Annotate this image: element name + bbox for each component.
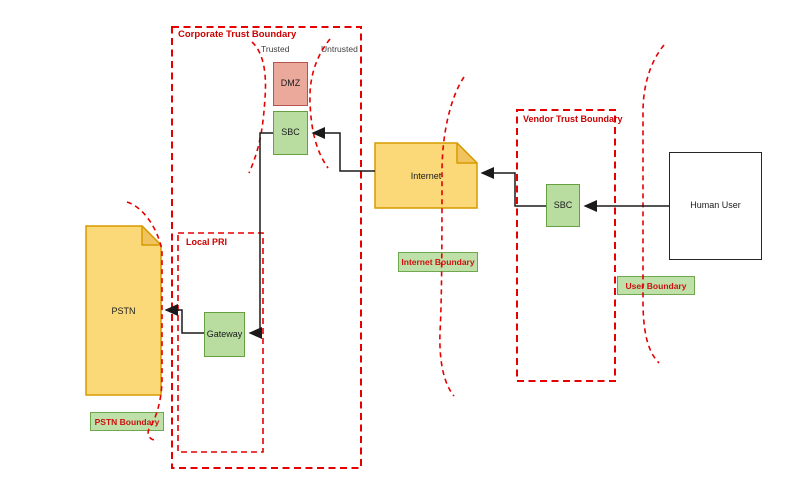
internet-boundary-tag[interactable]: Internet Boundary [398, 252, 478, 272]
internet-note-fold [456, 142, 478, 164]
pstn-note-fold [141, 225, 162, 246]
human-user-node-label: Human User [690, 200, 741, 211]
corporate-trust-boundary-rect[interactable] [171, 26, 362, 469]
vendor-trust-boundary-rect[interactable] [516, 109, 616, 382]
dmz-node-label: DMZ [280, 78, 301, 89]
pstn-boundary-tag[interactable]: PSTN Boundary [90, 412, 164, 431]
local-pri-boundary-title: Local PRI [186, 237, 228, 247]
internet-boundary-tag-label: Internet Boundary [401, 257, 475, 267]
dmz-node[interactable]: DMZ [273, 62, 308, 106]
vendor-boundary-title: Vendor Trust Boundary [523, 114, 623, 124]
pstn-note-shape[interactable] [85, 225, 162, 396]
untrusted-zone-label: Untrusted [321, 44, 358, 54]
corporate-sbc-node[interactable]: SBC [273, 111, 308, 155]
user-boundary-tag-label: User Boundary [625, 280, 687, 291]
gateway-node-label: Gateway [206, 328, 243, 339]
corporate-boundary-title: Corporate Trust Boundary [178, 29, 297, 40]
vendor-sbc-node-label: SBC [553, 199, 573, 210]
human-user-node[interactable]: Human User [669, 152, 762, 260]
local-pri-boundary-rect[interactable] [177, 232, 264, 453]
corporate-sbc-node-label: SBC [281, 127, 300, 138]
gateway-node[interactable]: Gateway [204, 312, 245, 357]
trusted-zone-label: Trusted [261, 44, 290, 54]
pstn-boundary-tag-label: PSTN Boundary [94, 416, 160, 427]
user-boundary-tag[interactable]: User Boundary [617, 276, 695, 295]
vendor-sbc-node[interactable]: SBC [546, 184, 580, 227]
